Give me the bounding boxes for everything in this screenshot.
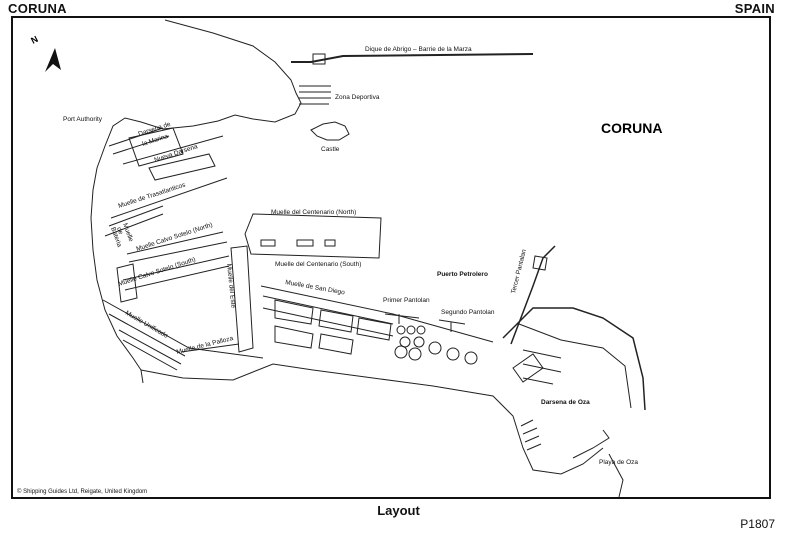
centenario-pier [244,213,382,259]
reference-code: P1807 [740,517,775,531]
label-playa-oza: Playa de Oza [599,459,638,466]
coastline-south [140,363,604,475]
label-castle: Castle [321,146,340,153]
label-primer-pantalan: Primer Pantolan [383,297,430,304]
label-tercer-pantalan: Tercer Pantalan [510,248,528,294]
compass-arrow-icon [45,48,61,72]
castle-island [310,121,350,141]
header-country: SPAIN [734,1,775,16]
label-segundo-pantalan: Segundo Pantolan [441,309,495,316]
label-puerto-petrolero: Puerto Petrolero [437,271,488,278]
oza-breakwater [502,307,646,411]
tercer-pantalan [510,245,556,345]
label-este: Muelle del Este [225,263,237,308]
port-layout-map: N CORUNA Dique de Abrigo – Barrie de la … [11,16,771,499]
label-zona-deportiva: Zona Deportiva [335,94,380,101]
label-bateria-2: de [115,226,124,236]
label-calvo-south: Muelle Calvo Sotelo (South) [117,256,196,288]
label-darsena-oza: Darsena de Oza [541,399,590,406]
map-drawing: N CORUNA Dique de Abrigo – Barrie de la … [29,19,662,497]
compass-north-label: N [29,34,39,46]
label-centenario-north: Muelle del Centenario (North) [271,209,356,216]
map-title: CORUNA [601,120,662,136]
label-centenario-south: Muelle del Centenario (South) [275,261,361,268]
figure-caption: Layout [377,503,420,518]
coastline-north [90,19,302,384]
breakwater [291,53,534,63]
label-port-authority: Port Authority [63,116,103,123]
map-copyright: © Shipping Guides Ltd, Reigate, United K… [17,489,148,495]
label-san-diego: Muelle de San Diego [285,279,346,296]
label-dique: Dique de Abrigo – Barrie de la Marza [365,46,472,53]
header-port-name: CORUNA [8,1,67,16]
